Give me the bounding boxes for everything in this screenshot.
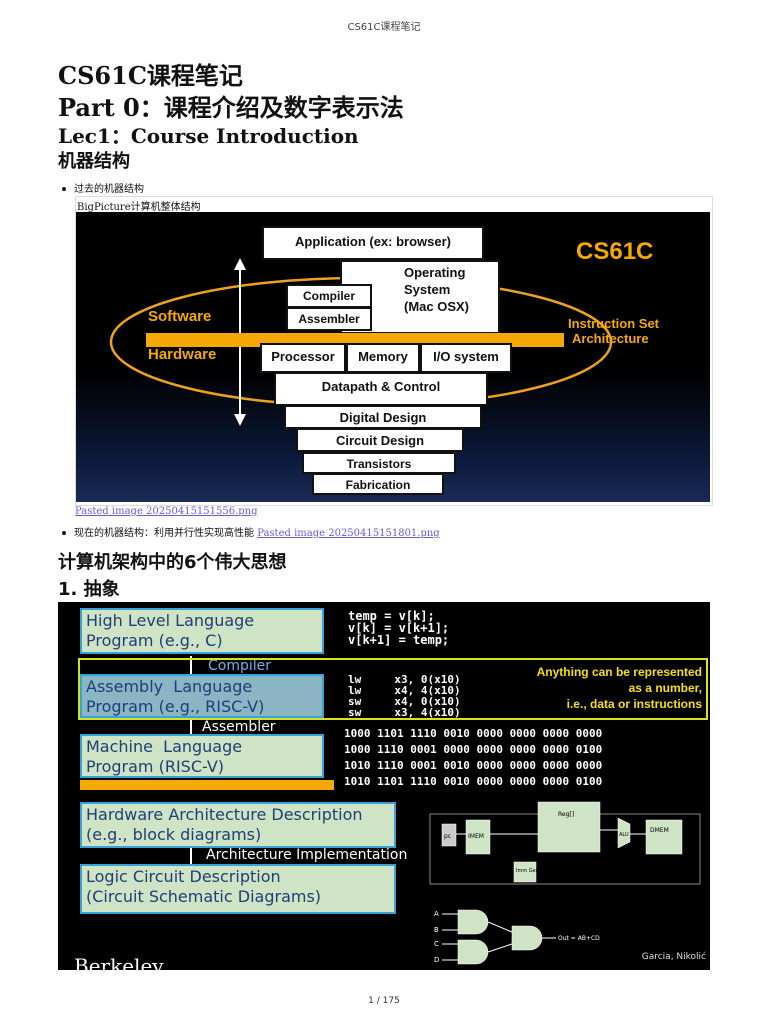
svg-text:D: D: [434, 956, 439, 964]
note-text: Anything can be represented as a number,…: [537, 664, 702, 712]
svg-text:A: A: [434, 910, 439, 918]
imm-block: [513, 861, 537, 883]
c-code: temp = v[k]; v[k] = v[k+1]; v[k+1] = tem…: [348, 609, 450, 647]
arrow-arch-impl: [190, 848, 192, 864]
isa-label-line1: Instruction Set: [568, 316, 660, 331]
section-heading-ideas: 计算机架构中的6个伟大思想: [58, 552, 287, 573]
or-gate: [511, 925, 543, 951]
box-assembler: Assembler: [286, 307, 372, 331]
bullet-now-text: 现在的机器结构：利用并行性实现高性能: [74, 528, 254, 539]
box-transistors: Transistors: [302, 452, 456, 474]
level-asm: Assembly Language Program (e.g., RISC-V): [80, 674, 324, 718]
label-assembler: Assembler: [202, 719, 276, 735]
logic-gates-diagram: A B C D Out = AB+CD: [434, 909, 600, 965]
page-header-title: CS61C课程笔记: [347, 22, 421, 33]
svg-text:Imm Gen: Imm Gen: [516, 868, 539, 874]
hardware-label: Hardware: [148, 346, 217, 363]
note-line1: Anything can be represented: [536, 665, 702, 679]
svg-text:B: B: [434, 926, 439, 934]
figure1-link[interactable]: Pasted image 20250415151556.png: [75, 506, 258, 517]
box-circuit-design: Circuit Design: [296, 428, 464, 452]
bullet-past-text: 过去的机器结构: [74, 184, 144, 195]
dmem-block: [645, 819, 683, 855]
arrow-assembler: [190, 720, 192, 734]
credit-text: Garcia, Nikolić: [641, 952, 706, 962]
machine-code: 1000 1101 1110 0010 0000 0000 0000 0000 …: [344, 727, 603, 788]
box-memory: Memory: [346, 343, 420, 373]
svg-text:DMEM: DMEM: [650, 827, 669, 834]
figure1-frame: [75, 196, 713, 506]
box-compiler: Compiler: [286, 284, 372, 308]
box-application: Application (ex: browser): [262, 226, 484, 260]
bullet-now-link[interactable]: Pasted image 20250415151801.png: [257, 528, 440, 539]
part-heading: Part 0：课程介绍及数字表示法: [58, 93, 404, 122]
arrow-compiler: [190, 656, 192, 676]
box-processor: Processor: [260, 343, 346, 373]
box-digital-design: Digital Design: [284, 405, 482, 429]
level-hll: High Level Language Program (e.g., C): [80, 608, 324, 654]
software-label: Software: [148, 308, 212, 325]
datapath-diagram: pc IMEM Reg[] ALU DMEM Imm Gen: [429, 801, 701, 885]
section-heading-abstraction: 1. 抽象: [58, 579, 120, 600]
box-fabrication: Fabrication: [312, 473, 444, 495]
section-heading-machine: 机器结构: [58, 151, 130, 172]
label-compiler: Compiler: [208, 658, 272, 674]
svg-text:Out = AB+CD: Out = AB+CD: [558, 935, 600, 942]
svg-text:Reg[]: Reg[]: [558, 811, 574, 818]
svg-text:C: C: [434, 940, 439, 948]
bullet-dot: [62, 187, 66, 191]
doc-title: CS61C课程笔记: [58, 61, 243, 90]
box-io: I/O system: [420, 343, 512, 373]
imem-block: [465, 819, 491, 855]
number-highlight-box: [78, 658, 708, 720]
figure1-caption: BigPicture计算机整体结构: [77, 202, 201, 213]
bullet-now: 现在的机器结构：利用并行性实现高性能 Pasted image 20250415…: [62, 524, 440, 539]
svg-text:ALU: ALU: [619, 832, 629, 838]
arrow-up-head: [234, 258, 246, 270]
svg-text:pc: pc: [444, 833, 451, 840]
page-number: 1 / 175: [368, 996, 400, 1006]
isa-label: Instruction Set Architecture: [568, 316, 659, 346]
level-machine: Machine Language Program (RISC-V): [80, 734, 324, 778]
and-gate-1: [457, 909, 489, 935]
bullet-dot: [62, 531, 66, 535]
box-datapath: Datapath & Control: [274, 372, 488, 406]
machine-bar: [80, 780, 334, 790]
berkeley-logo: Berkeley: [74, 954, 164, 970]
isa-label-line2: Architecture: [572, 331, 649, 346]
alu-block: [617, 817, 631, 849]
lecture-heading: Lec1：Course Introduction: [58, 124, 359, 148]
arrow-down-head: [234, 414, 246, 426]
reg-block: [537, 801, 601, 853]
level-hw-arch: Hardware Architecture Description (e.g.,…: [80, 802, 396, 848]
bullet-past: 过去的机器结构: [62, 180, 144, 195]
label-arch-impl: Architecture Implementation: [206, 847, 408, 863]
course-label: CS61C: [576, 238, 654, 265]
svg-text:IMEM: IMEM: [468, 833, 484, 840]
level-logic: Logic Circuit Description (Circuit Schem…: [80, 864, 396, 914]
asm-code: lw x3, 0(x10) lw x4, 4(x10) sw x4, 0(x10…: [348, 673, 461, 719]
note-line2: as a number,: [628, 681, 702, 695]
pc-block: [441, 823, 457, 847]
abstraction-image: High Level Language Program (e.g., C) te…: [58, 602, 710, 970]
note-line3: i.e., data or instructions: [566, 697, 702, 711]
and-gate-2: [457, 939, 489, 965]
